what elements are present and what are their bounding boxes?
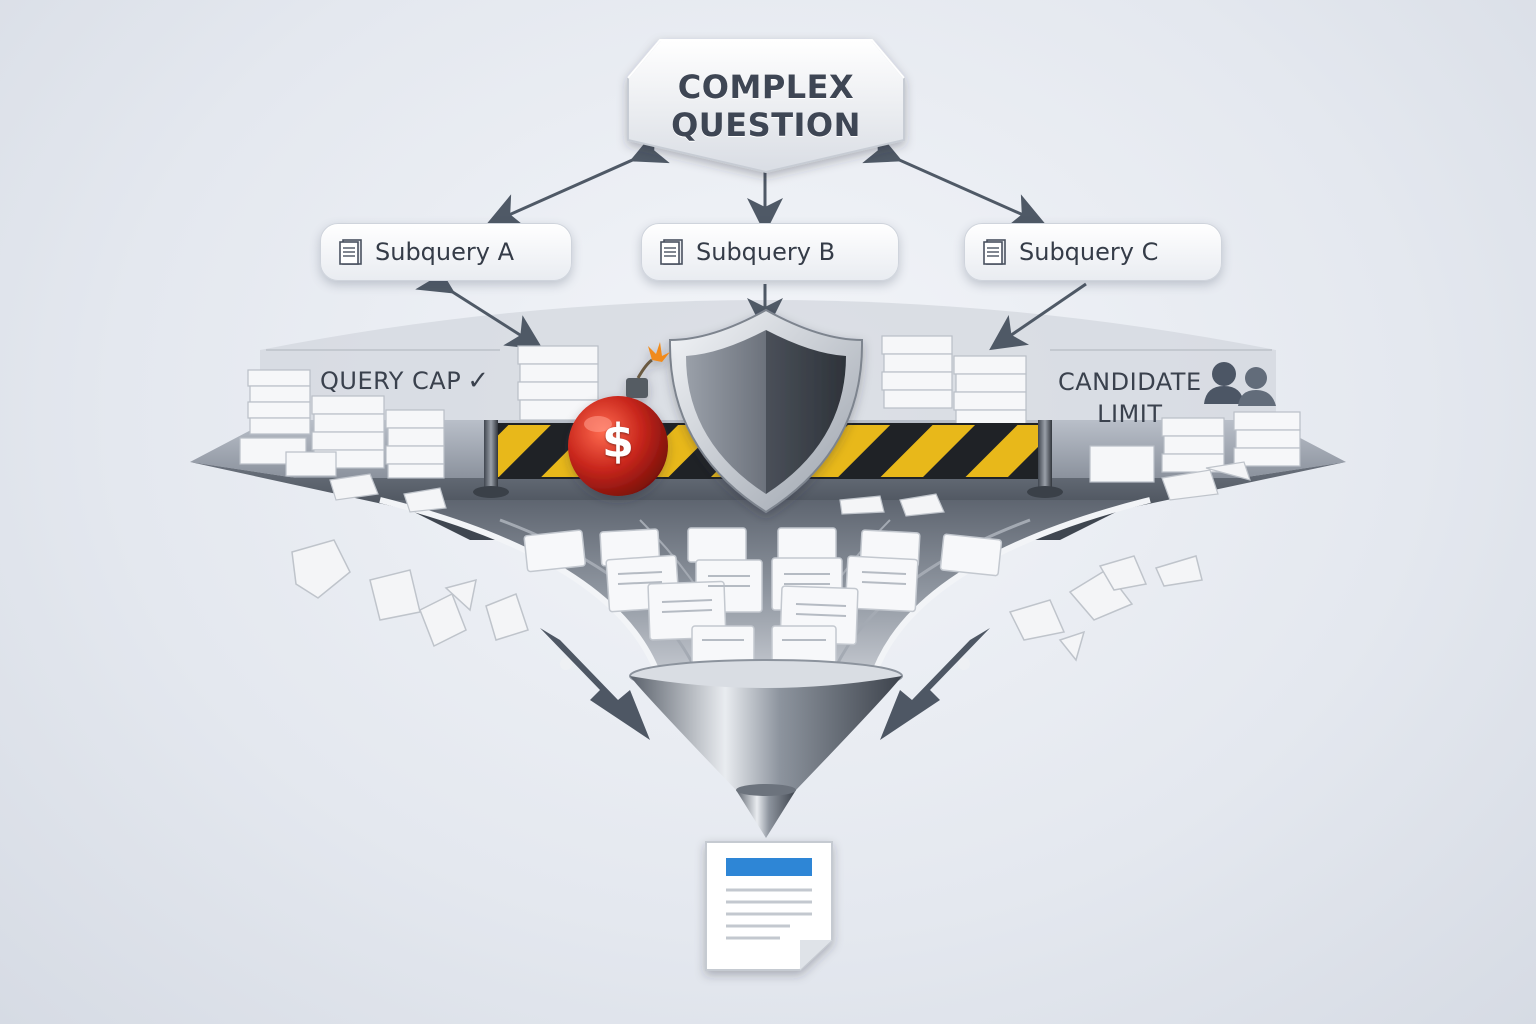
funnel-lanes	[379, 497, 1151, 681]
users-icon	[1204, 362, 1276, 406]
document-lines	[617, 571, 907, 641]
connector-arrows	[415, 130, 1087, 351]
dollar-symbol: $	[601, 414, 634, 468]
candidate-limit-line-1: CANDIDATE	[1058, 368, 1202, 396]
candidate-limit-line-2: LIMIT	[1097, 400, 1163, 428]
document-stacks-right	[839, 335, 1301, 517]
question-line-1: COMPLEX	[677, 68, 855, 106]
query-cap-text: QUERY CAP	[320, 367, 462, 395]
subquery-b: Subquery B	[641, 223, 899, 281]
discarded-documents-right	[1008, 555, 1203, 662]
query-cap-label: QUERY CAP✓	[320, 366, 490, 396]
document-stack-icon	[983, 238, 1007, 266]
result-document-icon	[705, 841, 833, 971]
arrow-question-to-a	[485, 130, 670, 228]
arrow-question-to-c	[862, 130, 1047, 228]
arrow-a-to-platform	[415, 259, 544, 350]
check-icon: ✓	[467, 366, 490, 396]
question-box	[627, 39, 905, 174]
question-label: COMPLEX QUESTION	[628, 40, 904, 172]
subquery-c-label: Subquery C	[1019, 238, 1159, 266]
subquery-a-label: Subquery A	[375, 238, 515, 266]
side-arrows	[540, 628, 990, 740]
funnel-cone	[629, 659, 903, 838]
shield-icon	[668, 308, 864, 514]
subquery-a: Subquery A	[320, 223, 572, 281]
document-stacks-left	[239, 345, 599, 513]
arrow-c-to-platform	[989, 282, 1087, 351]
question-line-2: QUESTION	[671, 106, 861, 144]
discarded-documents-left	[291, 539, 529, 648]
subquery-b-label: Subquery B	[696, 238, 836, 266]
subquery-c: Subquery C	[964, 223, 1222, 281]
cost-bomb-icon	[568, 342, 670, 496]
candidate-limit-label: CANDIDATE LIMIT	[1058, 366, 1202, 430]
document-stack-icon	[339, 238, 363, 266]
document-stack-icon	[660, 238, 684, 266]
